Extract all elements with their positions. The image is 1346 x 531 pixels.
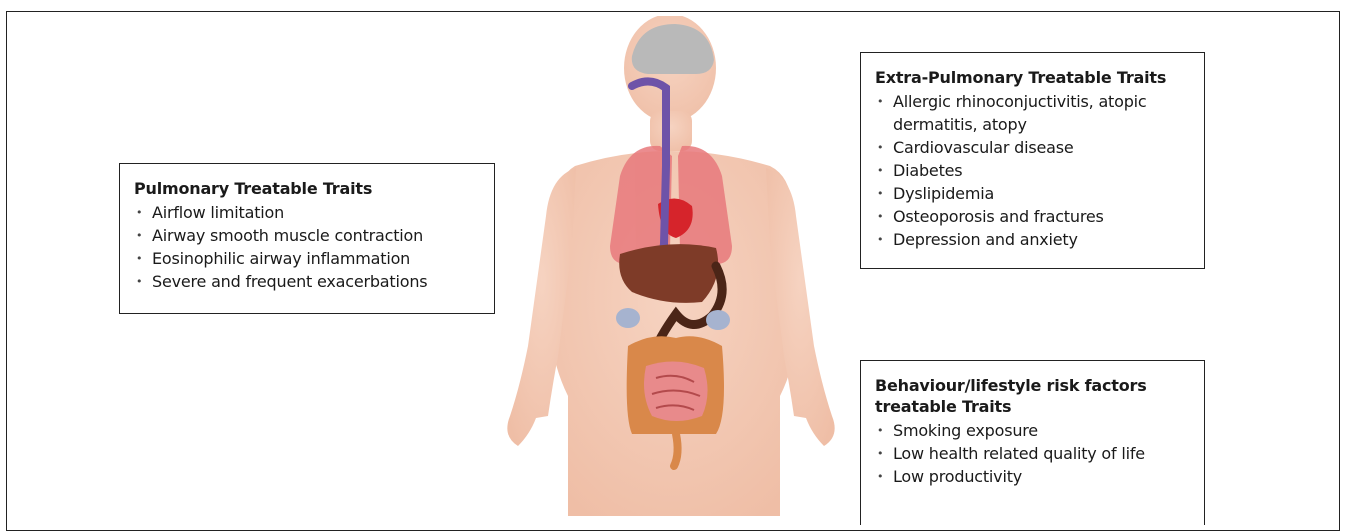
list-item: Dyslipidemia bbox=[875, 182, 1190, 205]
list-item: Airway smooth muscle contraction bbox=[134, 224, 480, 247]
extra-pulmonary-traits-box: Extra-Pulmonary Treatable Traits Allergi… bbox=[860, 52, 1205, 269]
list-item: Allergic rhinoconjuctivitis, atopic derm… bbox=[875, 90, 1190, 136]
behaviour-traits-box: Behaviour/lifestyle risk factors treatab… bbox=[860, 360, 1205, 525]
list-item: Severe and frequent exacerbations bbox=[134, 270, 480, 293]
list-item: Depression and anxiety bbox=[875, 228, 1190, 251]
kidney-left-icon bbox=[616, 308, 640, 328]
pulmonary-traits-box: Pulmonary Treatable Traits Airflow limit… bbox=[119, 163, 495, 314]
behaviour-traits-list: Smoking exposure Low health related qual… bbox=[875, 419, 1190, 488]
human-body-icon bbox=[480, 16, 880, 516]
list-item: Low health related quality of life bbox=[875, 442, 1190, 465]
list-item: Airflow limitation bbox=[134, 201, 480, 224]
list-item: Low productivity bbox=[875, 465, 1190, 488]
list-item: Cardiovascular disease bbox=[875, 136, 1190, 159]
list-item: Osteoporosis and fractures bbox=[875, 205, 1190, 228]
extra-pulmonary-traits-title: Extra-Pulmonary Treatable Traits bbox=[875, 67, 1190, 88]
extra-pulmonary-traits-list: Allergic rhinoconjuctivitis, atopic derm… bbox=[875, 90, 1190, 251]
pulmonary-traits-title: Pulmonary Treatable Traits bbox=[134, 178, 480, 199]
kidney-right-icon bbox=[706, 310, 730, 330]
behaviour-traits-title: Behaviour/lifestyle risk factors treatab… bbox=[875, 375, 1190, 417]
list-item: Eosinophilic airway inflammation bbox=[134, 247, 480, 270]
list-item: Smoking exposure bbox=[875, 419, 1190, 442]
pulmonary-traits-list: Airflow limitation Airway smooth muscle … bbox=[134, 201, 480, 293]
list-item: Diabetes bbox=[875, 159, 1190, 182]
